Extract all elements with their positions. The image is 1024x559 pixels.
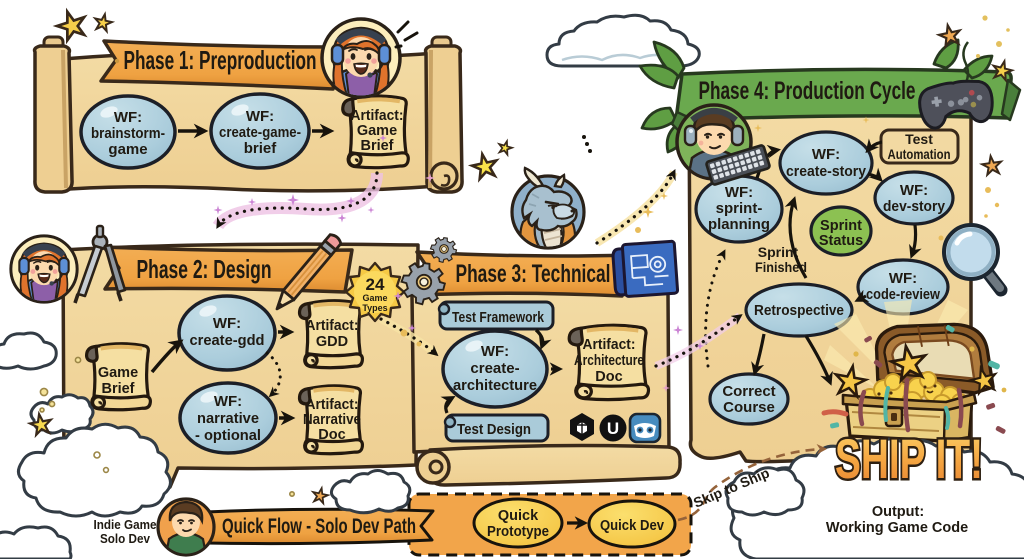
svg-text:Quick Dev: Quick Dev xyxy=(600,518,664,534)
svg-text:Quick Flow - Solo Dev Path: Quick Flow - Solo Dev Path xyxy=(222,515,416,538)
svg-text:Types: Types xyxy=(362,303,387,313)
svg-text:SHIP IT!: SHIP IT! xyxy=(835,427,983,490)
svg-text:Artifact:GDD: Artifact:GDD xyxy=(306,318,359,350)
svg-text:Phase 4: Production Cycle: Phase 4: Production Cycle xyxy=(699,77,916,105)
svg-text:Test Design: Test Design xyxy=(457,421,531,438)
svg-text:Test Framework: Test Framework xyxy=(452,309,545,326)
svg-text:24: 24 xyxy=(366,275,385,294)
svg-text:U: U xyxy=(607,419,619,438)
svg-text:Phase 3: Technical: Phase 3: Technical xyxy=(456,260,611,288)
svg-text:Output:: Output: xyxy=(872,504,924,520)
svg-text:Game: Game xyxy=(362,293,387,303)
svg-text:Phase 2: Design: Phase 2: Design xyxy=(137,254,272,284)
svg-text:Retrospective: Retrospective xyxy=(754,302,844,319)
svg-text:Phase 1: Preproduction: Phase 1: Preproduction xyxy=(124,45,317,75)
svg-text:Working Game Code: Working Game Code xyxy=(826,520,968,536)
